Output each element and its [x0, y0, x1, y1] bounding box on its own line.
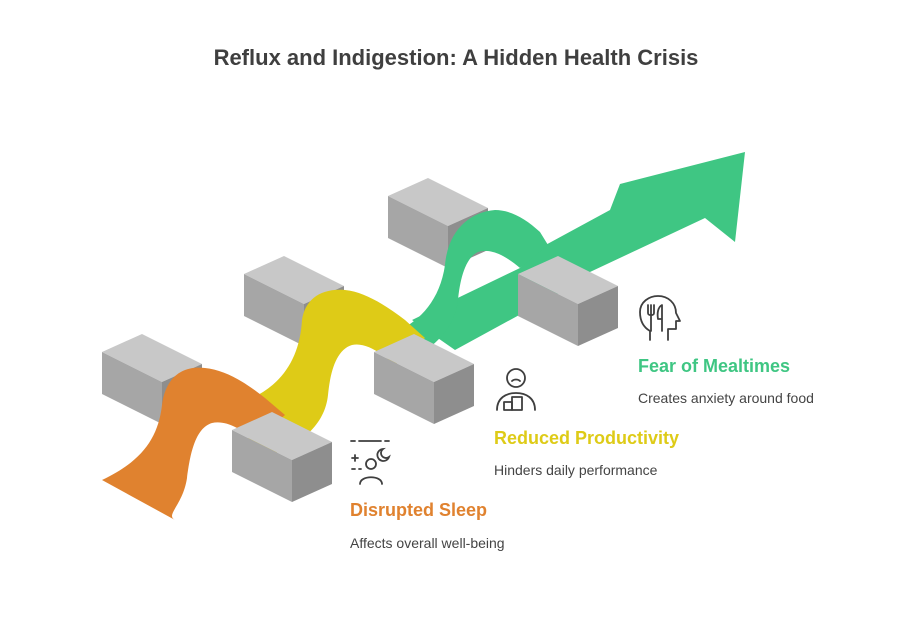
yellow-ribbon-step [248, 289, 425, 455]
fear-of-mealtimes-description: Creates anxiety around food [638, 390, 814, 406]
disrupted-sleep-description: Affects overall well-being [350, 535, 505, 551]
orange-ribbon-step [102, 367, 285, 520]
disrupted-sleep-title: Disrupted Sleep [350, 500, 488, 520]
sleep-moon-stars-icon [350, 440, 391, 485]
reduced-productivity-description: Hinders daily performance [494, 462, 658, 478]
barrier-front-1 [232, 412, 332, 502]
green-arrow-segment [412, 152, 745, 350]
person-frown-desk-icon [496, 368, 536, 411]
reduced-productivity-title: Reduced Productivity [494, 428, 680, 448]
page-title: Reflux and Indigestion: A Hidden Health … [213, 45, 699, 70]
fear-of-mealtimes-title: Fear of Mealtimes [638, 356, 791, 376]
barrier-front-3 [518, 256, 618, 346]
green-ribbon-step [400, 210, 548, 360]
head-fork-knife-icon [639, 295, 681, 341]
